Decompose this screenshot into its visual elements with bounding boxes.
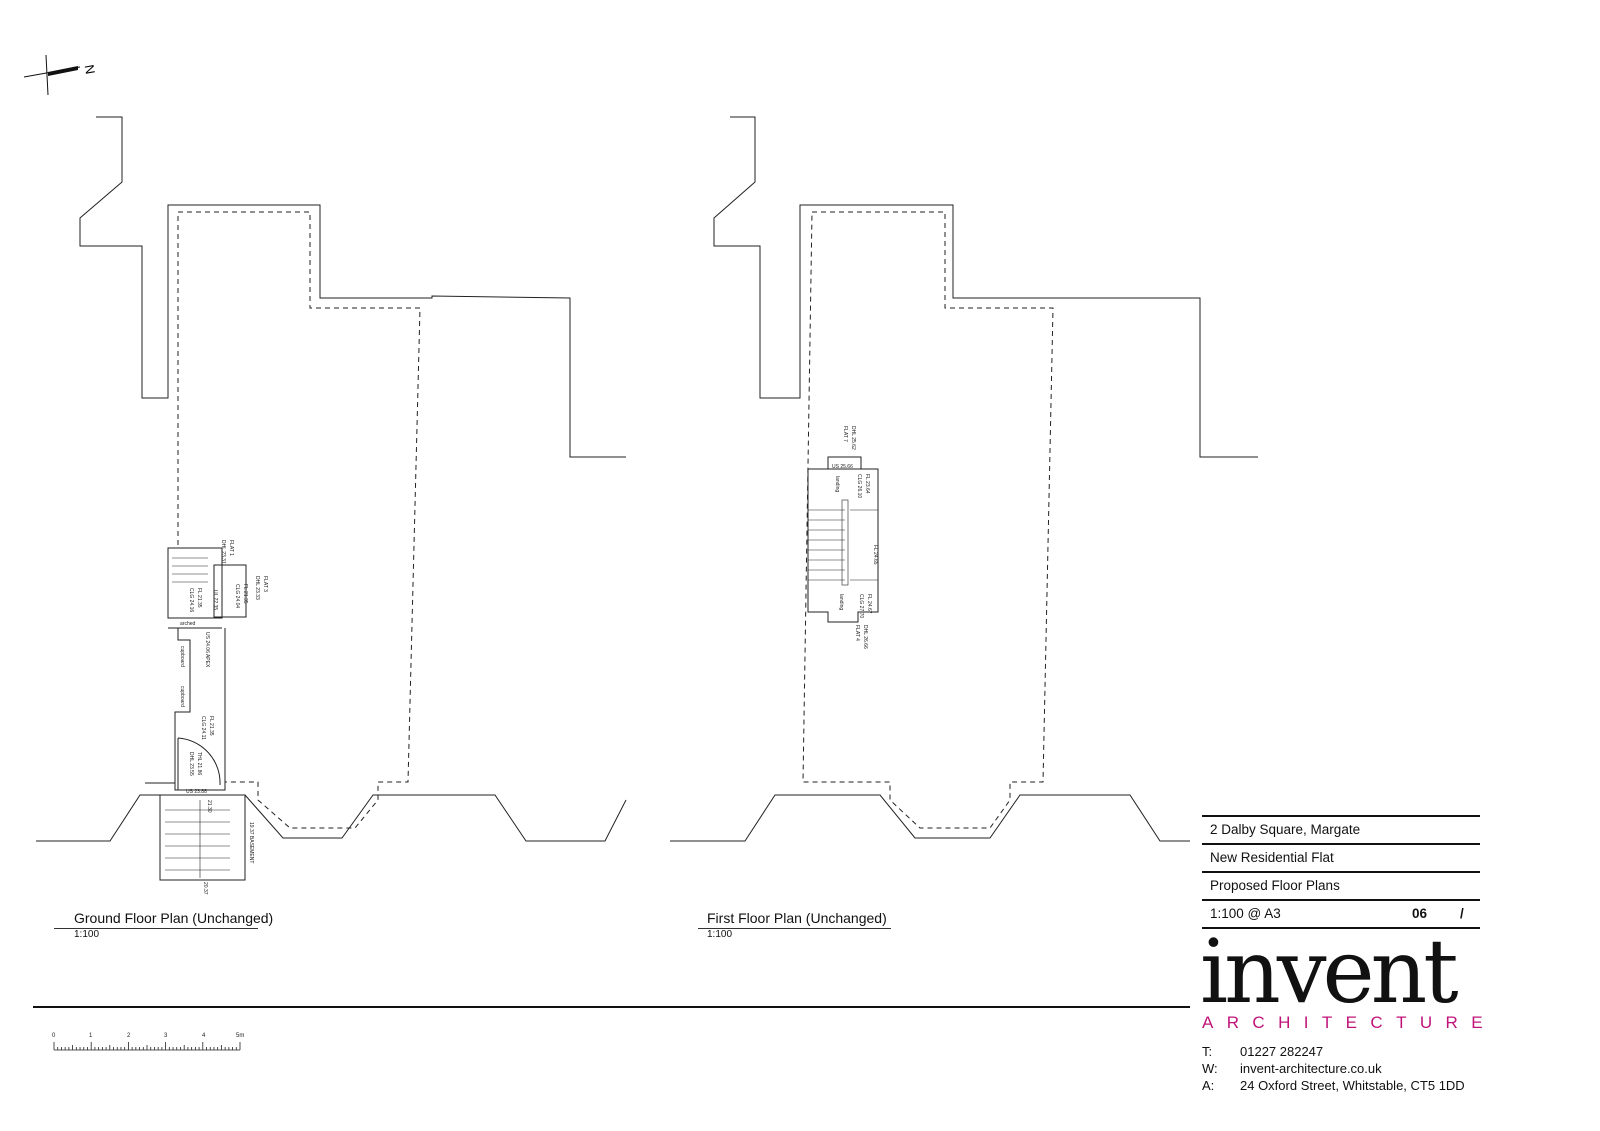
annotation: DHL 25.62 bbox=[850, 426, 856, 450]
annotation: cupboard bbox=[179, 686, 185, 707]
logo-wordmark: invent bbox=[1200, 920, 1459, 1023]
tb-project: New Residential Flat bbox=[1202, 843, 1480, 871]
annotation: CLG 24.16 bbox=[188, 588, 194, 612]
annotation: FLAT 7 bbox=[842, 426, 848, 442]
annotation: cupboard bbox=[179, 646, 185, 667]
tb-drawing: Proposed Floor Plans bbox=[1202, 871, 1480, 899]
contact-address: A: 24 Oxford Street, Whitstable, CT5 1DD bbox=[1202, 1078, 1465, 1094]
scale-tick-label: 1 bbox=[89, 1033, 93, 1039]
contact-phone: T: 01227 282247 bbox=[1202, 1044, 1323, 1060]
annotation: US 24.06 APEX bbox=[204, 632, 210, 668]
annotation: THL 21.86 bbox=[196, 752, 202, 775]
title-underline bbox=[698, 928, 891, 929]
contact-key: W: bbox=[1202, 1061, 1218, 1076]
first-floor-annotations: DHL 25.62 FLAT 7 US 25.66 FL 23.64 CLG 2… bbox=[832, 426, 878, 649]
tb-revision-slash: / bbox=[1460, 906, 1464, 921]
contact-value[interactable]: invent-architecture.co.uk bbox=[1240, 1061, 1382, 1076]
annotation: landing bbox=[834, 476, 840, 492]
annotation: CLG 27.70 bbox=[858, 594, 864, 618]
ground-floor-plan-scale: 1:100 bbox=[74, 929, 100, 940]
first-floor-plan-scale: 1:100 bbox=[707, 929, 733, 940]
scale-bar: 0 1 2 3 4 5m bbox=[52, 1033, 244, 1051]
annotation: DHL 23.31 bbox=[220, 540, 226, 564]
ground-floor-plan bbox=[36, 116, 627, 881]
ground-floor-annotations: FLAT 1 DHL 23.31 FLAT 3 DHL 23.33 FL 21.… bbox=[179, 540, 268, 895]
annotation: DHL 23.33 bbox=[254, 576, 260, 600]
annotation: FLAT 4 bbox=[854, 625, 860, 641]
annotation: CLG 24.11 bbox=[200, 716, 206, 740]
contact-key: T: bbox=[1202, 1044, 1213, 1059]
tb-scale: 1:100 @ A3 bbox=[1210, 906, 1281, 921]
annotation: FL 21.35 bbox=[208, 716, 214, 736]
annotation: FL 21.35 bbox=[196, 588, 202, 608]
logo-subtitle: ARCHITECTURE bbox=[1202, 1013, 1496, 1032]
annotation: US 25.66 bbox=[832, 464, 853, 470]
annotation: 19.37 BASEMENT bbox=[248, 822, 254, 863]
scale-tick-label: 2 bbox=[127, 1033, 131, 1039]
annotation: UL 22.35 bbox=[212, 590, 218, 610]
title-underline bbox=[54, 928, 258, 929]
annotation: FL 21.35 bbox=[242, 584, 248, 604]
north-arrow: N bbox=[23, 54, 98, 96]
scale-tick-label: 4 bbox=[202, 1033, 206, 1039]
first-floor-plan bbox=[670, 116, 1258, 842]
annotation: FLAT 3 bbox=[262, 576, 268, 592]
annotation: FL 24.65 bbox=[872, 545, 878, 565]
annotation: DHL 26.66 bbox=[862, 625, 868, 649]
annotation: landing bbox=[838, 594, 844, 610]
annotation: FL 24.67 bbox=[866, 594, 872, 614]
tb-address: 2 Dalby Square, Margate bbox=[1202, 815, 1480, 843]
ground-floor-plan-title: Ground Floor Plan (Unchanged) bbox=[74, 910, 274, 926]
north-label: N bbox=[82, 63, 98, 75]
annotation: CLG 24.04 bbox=[234, 584, 240, 608]
annotation: 20.37 bbox=[202, 882, 208, 895]
scale-tick-label: 5m bbox=[236, 1033, 244, 1039]
contact-value: 24 Oxford Street, Whitstable, CT5 1DD bbox=[1240, 1078, 1465, 1093]
contact-value: 01227 282247 bbox=[1240, 1044, 1324, 1059]
annotation: arched bbox=[180, 621, 196, 627]
contact-key: A: bbox=[1202, 1078, 1215, 1093]
scale-tick-label: 0 bbox=[52, 1033, 56, 1039]
scale-tick-label: 3 bbox=[164, 1033, 168, 1039]
annotation: 21.30 bbox=[206, 800, 212, 813]
contact-web[interactable]: W: invent-architecture.co.uk bbox=[1202, 1061, 1382, 1077]
annotation: US 23.88 bbox=[186, 789, 207, 795]
first-floor-plan-title: First Floor Plan (Unchanged) bbox=[707, 910, 887, 926]
annotation: FL 23.64 bbox=[864, 474, 870, 494]
tb-sheet-number: 06 bbox=[1412, 906, 1428, 921]
tb-scale-row: 1:100 @ A3 06 / bbox=[1202, 899, 1480, 929]
annotation: DHL 23.55 bbox=[188, 752, 194, 776]
annotation: FLAT 1 bbox=[228, 540, 234, 556]
annotation: CLG 26.10 bbox=[856, 474, 862, 498]
